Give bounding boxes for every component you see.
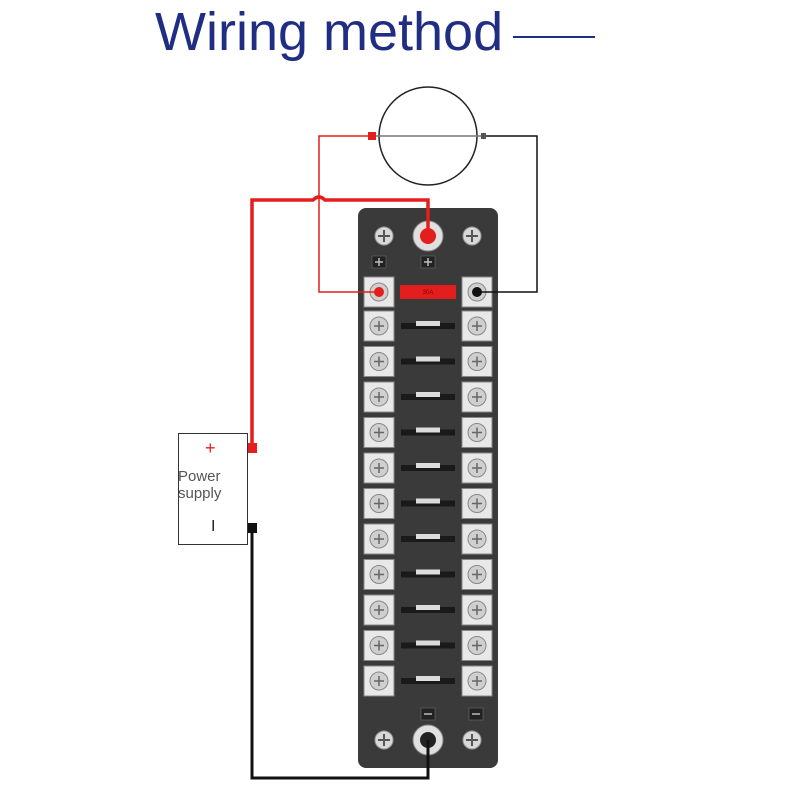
branch-fuse-row <box>363 452 493 484</box>
positive-bus-marker <box>420 255 436 269</box>
branch-fuse <box>401 498 455 507</box>
branch-input-terminal <box>363 523 395 555</box>
branch-fuse-rows <box>363 310 493 697</box>
branch-fuse-row <box>363 310 493 342</box>
branch-output-terminal <box>461 381 493 413</box>
bottom-left-mount-screw <box>374 730 394 750</box>
branch-fuse-row <box>363 417 493 448</box>
branch-output-terminal <box>461 452 493 484</box>
top-right-mount-screw <box>462 226 482 246</box>
branch-output-terminal <box>461 417 493 448</box>
positive-fuse: 30A <box>400 285 456 299</box>
branch-fuse <box>401 321 455 329</box>
branch-input-terminal <box>363 381 395 413</box>
branch-fuse <box>401 463 455 471</box>
branch-fuse-row <box>363 488 493 519</box>
branch-fuse-row <box>363 630 493 661</box>
branch-output-terminal <box>461 488 493 519</box>
branch-output-terminal <box>461 346 493 377</box>
power-supply-minus-symbol: I <box>211 518 216 535</box>
branch-input-terminal <box>363 665 395 697</box>
branch-fuse-row <box>363 559 493 590</box>
negative-right-marker <box>468 707 484 721</box>
branch-input-terminal <box>363 488 395 519</box>
power-supply-label: Power supply <box>178 468 222 502</box>
bottom-right-mount-screw <box>462 730 482 750</box>
load-positive-wire <box>318 135 379 293</box>
branch-input-terminal <box>363 346 395 377</box>
branch-input-terminal <box>363 559 395 590</box>
branch-fuse <box>401 640 455 649</box>
diagram-title: Wiring method <box>155 2 504 62</box>
power-supply-plus-symbol: + <box>205 438 216 458</box>
title-dash <box>513 36 595 38</box>
branch-output-terminal <box>461 594 493 626</box>
branch-output-terminal <box>461 523 493 555</box>
branch-fuse <box>401 356 455 365</box>
branch-fuse-row <box>363 523 493 555</box>
branch-fuse <box>401 676 455 684</box>
positive-fuse-rating: 30A <box>423 290 434 296</box>
top-left-mount-screw <box>374 226 394 246</box>
supply-positive-connector <box>247 443 257 453</box>
branch-fuse-row <box>363 594 493 626</box>
branch-input-terminal <box>363 630 395 661</box>
branch-fuse <box>401 427 455 436</box>
branch-input-terminal <box>363 310 395 342</box>
branch-input-terminal <box>363 594 395 626</box>
branch-input-terminal <box>363 417 395 448</box>
power-supply-box <box>178 433 248 545</box>
supply-negative-connector <box>247 523 257 533</box>
branch-fuse <box>401 392 455 400</box>
branch-output-terminal <box>461 665 493 697</box>
negative-left-marker <box>420 707 436 721</box>
load-positive-connector <box>368 132 376 140</box>
load-lamp <box>376 86 486 186</box>
load-return-wire <box>477 135 538 293</box>
positive-left-marker <box>371 255 387 269</box>
branch-fuse-row <box>363 665 493 697</box>
branch-fuse <box>401 534 455 542</box>
branch-output-terminal <box>461 559 493 590</box>
branch-fuse <box>401 605 455 613</box>
branch-fuse-row <box>363 381 493 413</box>
branch-output-terminal <box>461 310 493 342</box>
branch-fuse <box>401 569 455 578</box>
branch-fuse-row <box>363 346 493 377</box>
branch-input-terminal <box>363 452 395 484</box>
negative-supply-wire <box>250 528 430 780</box>
branch-output-terminal <box>461 630 493 661</box>
